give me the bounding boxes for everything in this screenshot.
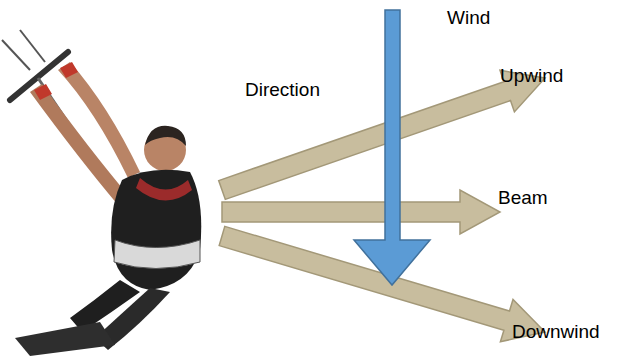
wetsuit xyxy=(111,170,201,290)
harness xyxy=(114,240,200,269)
arrow-label: Direction xyxy=(245,80,320,101)
hair xyxy=(145,126,186,146)
arrow-label: Wind xyxy=(447,8,490,29)
direction-arrow xyxy=(222,190,500,234)
kite-line xyxy=(2,40,30,70)
kiteboard xyxy=(15,322,115,356)
glove xyxy=(34,62,78,100)
arrow-label: Upwind xyxy=(500,66,563,87)
kitesurfer-figure xyxy=(2,30,201,356)
arrow-label: Downwind xyxy=(512,322,600,343)
arm xyxy=(30,84,128,205)
wind-arrow xyxy=(354,10,430,285)
kite-line xyxy=(20,30,45,62)
arrow-label: Beam xyxy=(498,188,548,209)
wetsuit-trim xyxy=(136,178,192,201)
direction-arrow xyxy=(219,70,545,199)
